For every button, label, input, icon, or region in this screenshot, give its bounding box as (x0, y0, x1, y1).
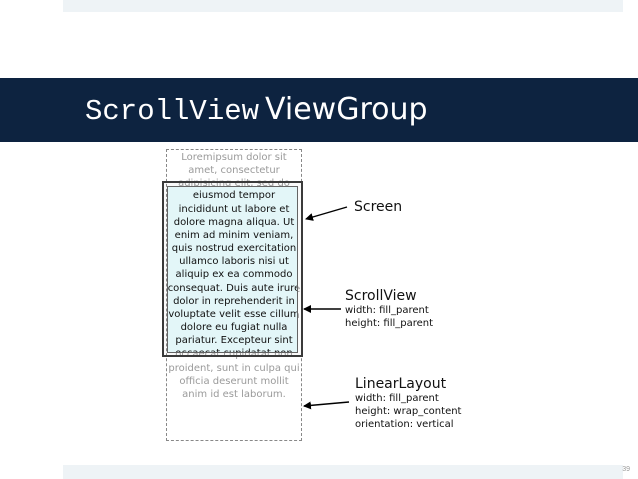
linearlayout-width: width: fill_parent (355, 393, 439, 404)
screen-arrow (305, 206, 348, 221)
bottom-decor-strip (63, 465, 623, 479)
scrollview-visible-text: Loremipsum dolor sit amet, consectetur a… (167, 187, 298, 352)
title-text-part: ViewGroup (265, 92, 428, 127)
linearlayout-height: height: wrap_content (355, 406, 462, 417)
screen-label: Screen (354, 199, 403, 215)
linearlayout-arrow (303, 401, 350, 410)
linearlayout-label: LinearLayout (355, 376, 447, 392)
title-code-part: ScrollView (85, 95, 260, 128)
scrollview-height: height: fill_parent (345, 318, 434, 329)
scrollview-label: ScrollView (345, 288, 417, 304)
scrollview-box: Loremipsum dolor sit amet, consectetur a… (167, 186, 298, 353)
top-decor-strip (63, 0, 623, 12)
screen-box (162, 181, 303, 357)
linearlayout-label-group: LinearLayout width: fill_parent height: … (355, 376, 461, 431)
scrollview-label-group: ScrollView width: fill_parent height: fi… (345, 288, 433, 330)
title-bar (0, 78, 638, 142)
linearlayout-orientation: orientation: vertical (355, 419, 454, 430)
page-number: 39 (622, 466, 630, 473)
scrollview-width: width: fill_parent (345, 305, 429, 316)
